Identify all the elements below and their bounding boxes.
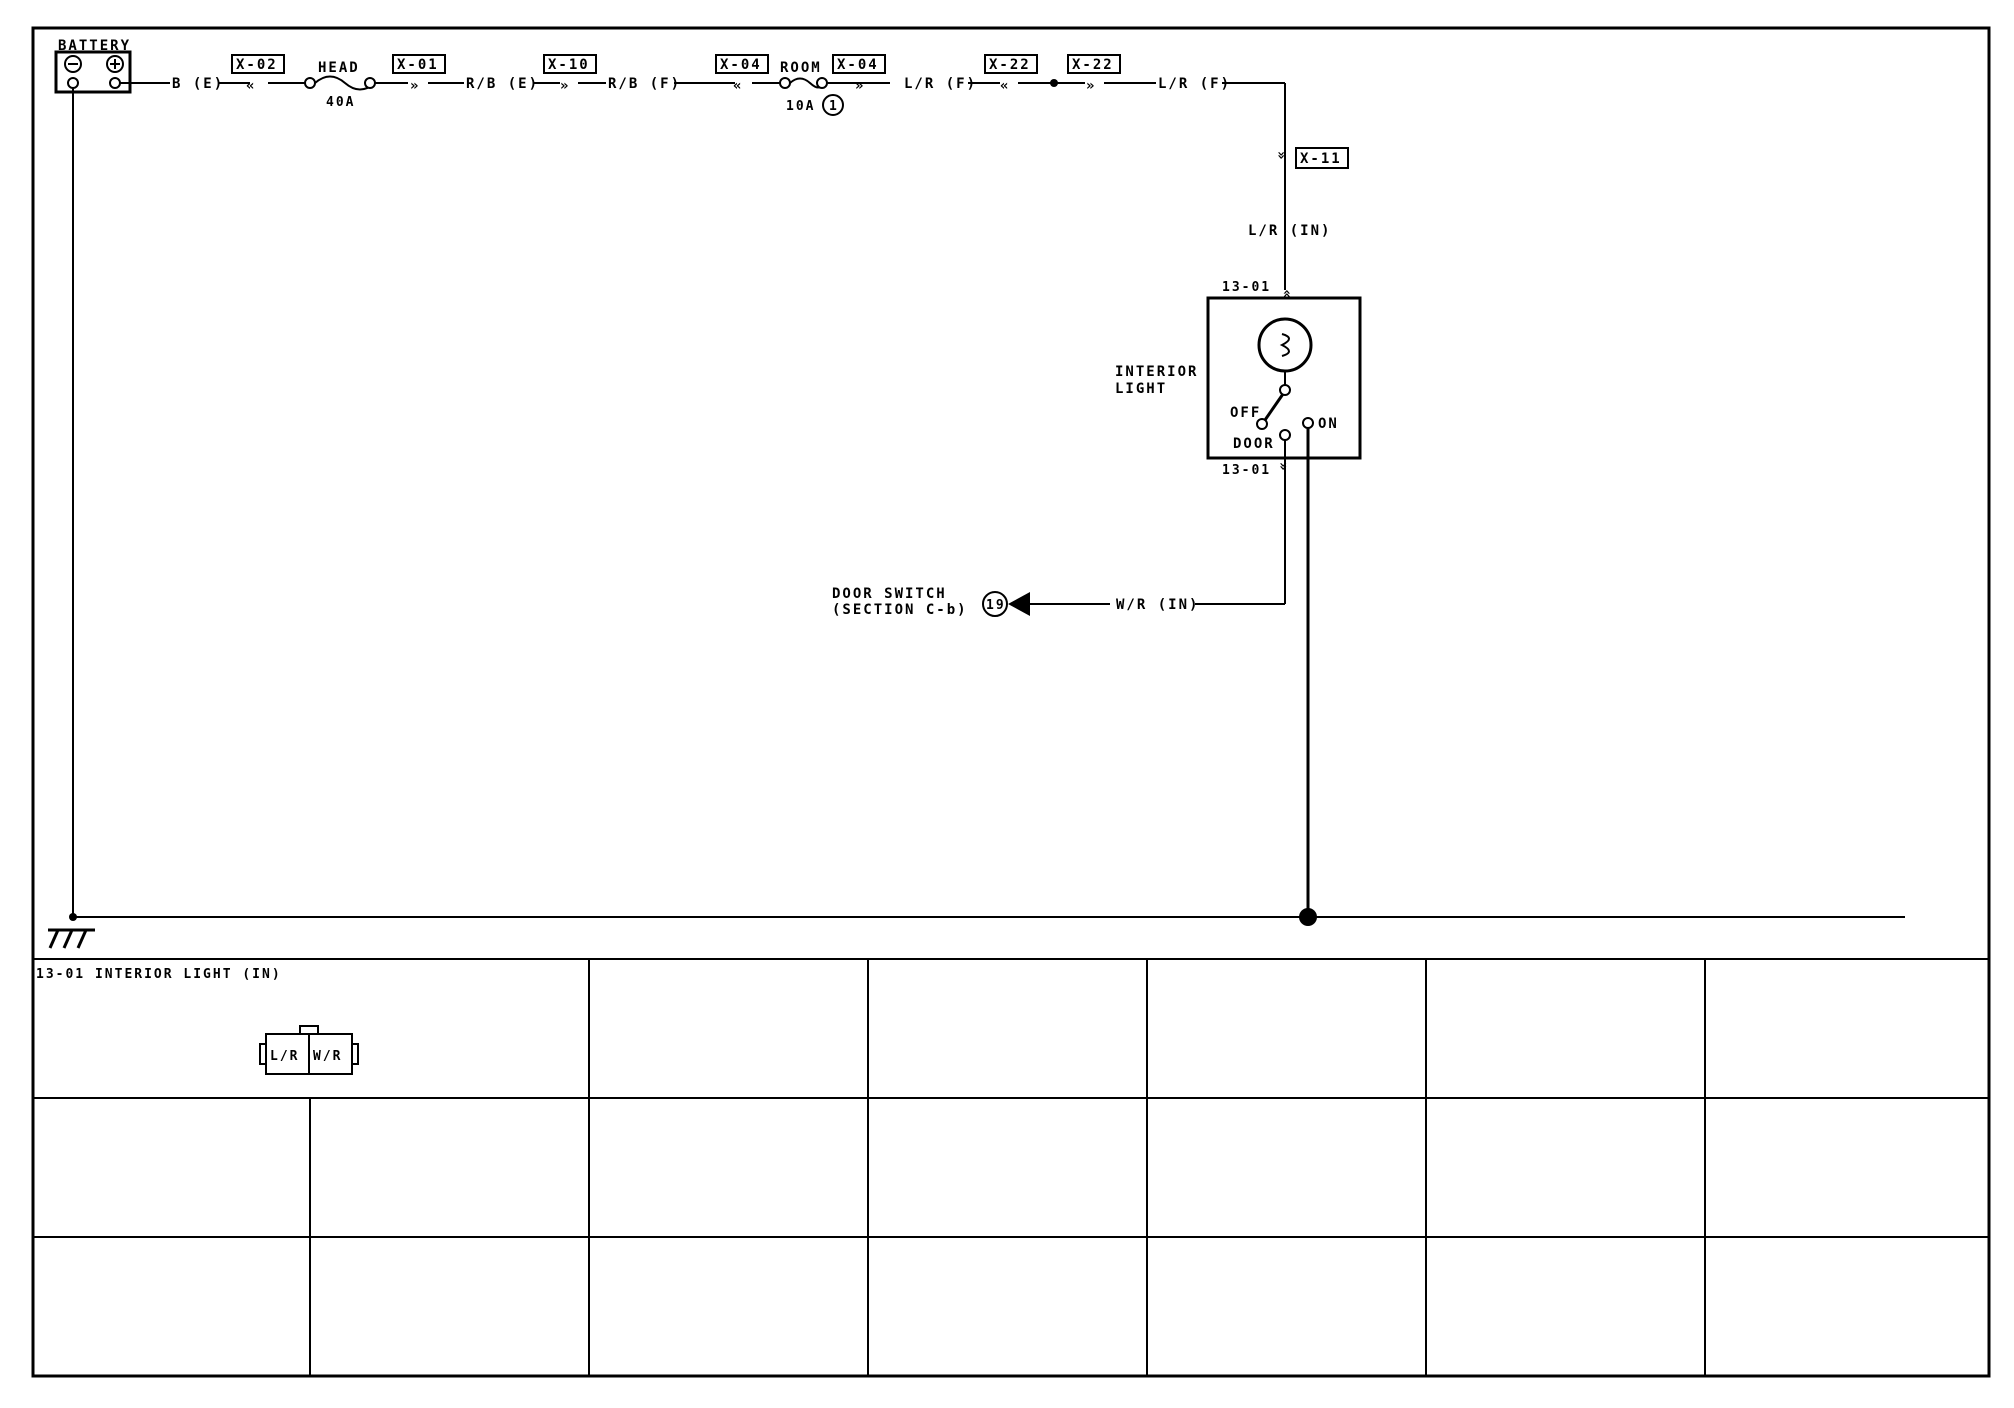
wire-label-lr-f-1: L/R (F) (904, 76, 977, 92)
reference-circle-icon (982, 591, 1008, 617)
wire-label-wr-in: W/R (IN) (1116, 597, 1199, 613)
battery-negative-icon (64, 55, 82, 73)
fuse-icon (314, 75, 376, 91)
connector-x22-left: X-22 « (984, 54, 1038, 94)
connector-x22-right: X-22 » (1067, 54, 1121, 94)
door-switch-ref-number: 19 (986, 598, 1006, 613)
wire-label-lr-in: L/R (IN) (1248, 223, 1331, 239)
connector-arrow-icon: » (1279, 288, 1295, 298)
connector-pin-1: L/R (270, 1049, 299, 1064)
svg-text:X-04: X-04 (837, 57, 879, 73)
interior-light-name-1: INTERIOR (1115, 364, 1198, 380)
wire-label-rb-f: R/B (F) (608, 76, 681, 92)
door-switch-label-2: (SECTION C-b) (832, 602, 968, 618)
connector-x10: X-10 » (543, 54, 597, 94)
interior-light-name-2: LIGHT (1115, 381, 1167, 397)
switch-arm-icon (1263, 393, 1285, 421)
connector-cell-title: 13-01 INTERIOR LIGHT (IN) (36, 967, 282, 982)
interior-light-connector-top: 13-01 (1222, 280, 1271, 295)
fuse-head: HEAD 40A (304, 60, 376, 110)
arrow-left-icon (1008, 592, 1030, 616)
wire-label-lr-f-2: L/R (F) (1158, 76, 1231, 92)
svg-text:X-01: X-01 (397, 57, 439, 73)
connector-x04-right: X-04 » (832, 54, 886, 94)
fuse-room-name: ROOM (780, 60, 822, 76)
connector-arrow-icon: « (246, 78, 256, 94)
svg-text:X-02: X-02 (236, 57, 278, 73)
switch-on-label: ON (1318, 416, 1339, 432)
fuse-head-name: HEAD (318, 60, 360, 76)
wire-label-rb-e: R/B (E) (466, 76, 539, 92)
svg-text:X-22: X-22 (1072, 57, 1114, 73)
battery-label: BATTERY (58, 38, 131, 54)
connector-pin-2: W/R (313, 1049, 342, 1064)
battery: BATTERY (54, 38, 132, 94)
connector-table: 13-01 INTERIOR LIGHT (IN) L/R W/R (33, 958, 1989, 1376)
fuse-head-rating: 40A (326, 95, 355, 110)
svg-text:X-11: X-11 (1300, 151, 1342, 167)
connector-arrow-icon: » (1275, 462, 1291, 472)
svg-text:X-10: X-10 (548, 57, 590, 73)
bulb-icon (1257, 317, 1313, 373)
connector-x02: X-02 « (231, 54, 285, 94)
ground-icon (48, 928, 95, 949)
connector-arrow-icon: « (1000, 78, 1010, 94)
fuse-room: ROOM 10A 1 (779, 60, 844, 116)
switch-door-label: DOOR (1233, 436, 1275, 452)
fuse-room-rating: 10A (786, 99, 815, 114)
connector-arrow-icon: » (855, 78, 865, 94)
connector-arrow-icon: « (733, 78, 743, 94)
svg-text:X-22: X-22 (989, 57, 1031, 73)
connector-face-13-01: L/R W/R (259, 1025, 359, 1075)
wire-label-b-e: B (E) (172, 76, 224, 92)
diagram-frame (31, 26, 1991, 1378)
interior-light-connector-bottom: 13-01 (1222, 463, 1271, 478)
connector-arrow-icon: » (560, 78, 570, 94)
door-switch-label-1: DOOR SWITCH (832, 586, 947, 602)
battery-positive-icon (106, 55, 124, 73)
connector-x11: » X-11 (1273, 147, 1349, 169)
interior-light: 13-01 » INTERIOR LIGHT OFF ON DOOR 13-01… (1115, 280, 1362, 478)
fuse-room-ref: 1 (829, 99, 839, 114)
door-switch-ref: 19 DOOR SWITCH (SECTION C-b) (832, 586, 1030, 618)
connector-arrow-icon: » (410, 78, 420, 94)
connector-x04-left: X-04 « (715, 54, 769, 94)
switch-off-label: OFF (1230, 405, 1261, 421)
connector-x01: X-01 » (392, 54, 446, 94)
splice-dot (1050, 79, 1058, 87)
connector-arrow-icon: » (1273, 151, 1289, 161)
svg-text:X-04: X-04 (720, 57, 762, 73)
connector-arrow-icon: » (1086, 78, 1096, 94)
ground-splice-dot (1299, 908, 1317, 926)
reference-circle-icon (822, 94, 844, 116)
